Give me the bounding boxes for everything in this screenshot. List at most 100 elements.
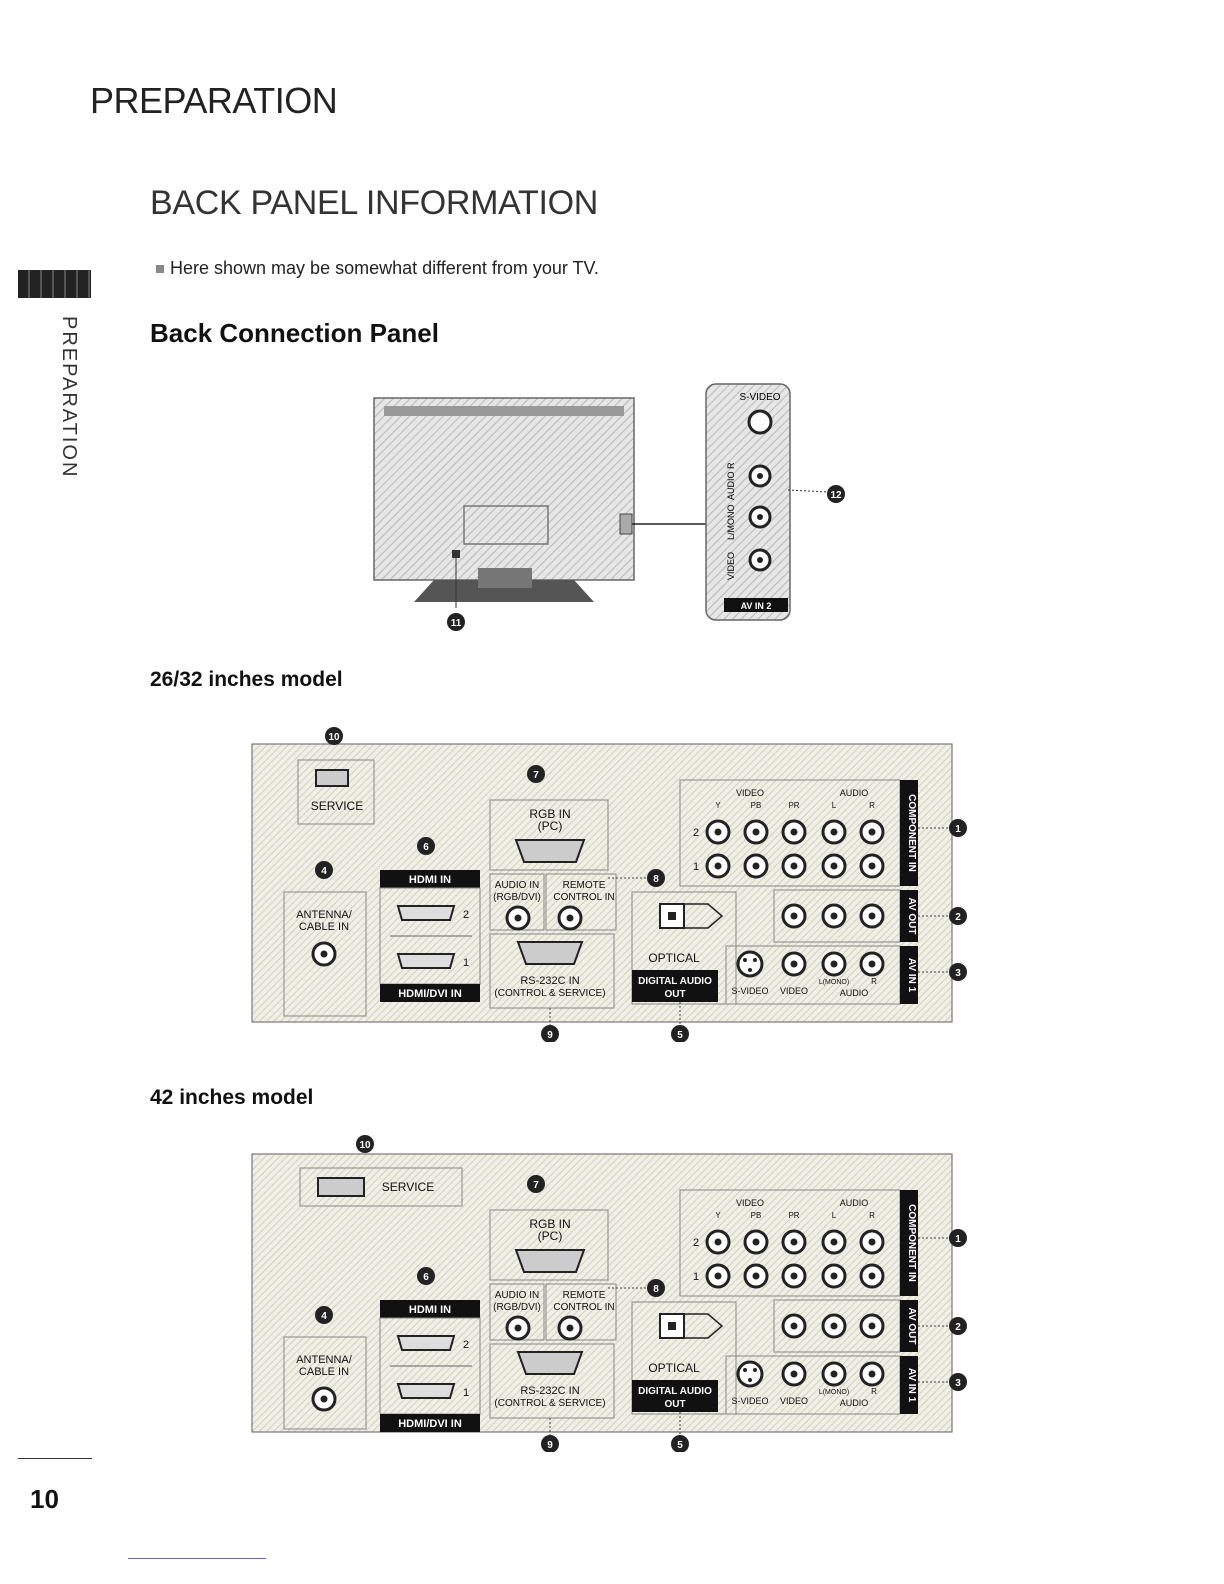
callout-9-number: 9 xyxy=(547,1440,553,1451)
optical-label: OPTICAL xyxy=(648,1361,700,1375)
bullet-icon xyxy=(156,265,164,274)
side-audio-label: AUDIO R xyxy=(726,462,736,500)
rs232-box xyxy=(489,1343,615,1419)
service-port xyxy=(315,769,349,787)
tv-rear-illustration: S-VIDEO VIDEO L/MONO AUDIO R AV IN 2 12 … xyxy=(373,383,845,631)
svideo-label: S-VIDEO xyxy=(731,1396,768,1406)
footer-rule xyxy=(18,1458,92,1459)
rs232-port xyxy=(516,1351,584,1375)
lmono-label: L(MONO) xyxy=(819,979,849,986)
hdmi-2-label: 2 xyxy=(463,1339,469,1351)
svideo-jack xyxy=(736,950,764,978)
callout-2 xyxy=(949,1317,967,1335)
hdmi-1-port xyxy=(396,953,456,969)
antenna-label: ANTENNA/CABLE IN xyxy=(296,909,353,933)
av-out-label: AV OUT xyxy=(906,1307,917,1344)
hdmi-2-port xyxy=(396,905,456,921)
rgb-in-label: RGB IN xyxy=(529,807,570,821)
hdmi-dvi-bar xyxy=(380,984,480,1002)
side-video-label: VIDEO xyxy=(726,552,736,580)
pb-label: PB xyxy=(751,801,762,810)
callout-2-number: 2 xyxy=(955,1322,961,1333)
svg-text:11: 11 xyxy=(451,618,462,629)
digital-audio-bar xyxy=(632,970,718,1002)
callout-1-number: 1 xyxy=(955,824,961,835)
av-r-label: R xyxy=(871,1387,877,1396)
optical-box xyxy=(631,1301,737,1415)
tv-vent xyxy=(384,406,624,416)
model-caption-42: 42 inches model xyxy=(150,1086,314,1109)
callout-5 xyxy=(671,1435,689,1453)
callout-9 xyxy=(541,1435,559,1453)
callout-4 xyxy=(315,861,333,879)
section-title: Back Connection Panel xyxy=(150,318,439,348)
hdmi-in-bar-label: HDMI IN xyxy=(409,874,451,886)
tv-stand-neck xyxy=(478,568,532,588)
side-label: AV IN 2 xyxy=(741,601,772,611)
hdmi-1-label: 1 xyxy=(463,1387,469,1399)
av-audio-label: AUDIO xyxy=(840,1398,869,1408)
callout-6 xyxy=(417,837,435,855)
remote-box xyxy=(545,1283,617,1341)
side-svideo-jack xyxy=(747,409,773,435)
chapter-title: PREPARATION xyxy=(90,80,338,121)
pr-label: PR xyxy=(788,801,799,810)
callout-10-number: 10 xyxy=(328,732,340,743)
tv-side-port xyxy=(619,513,633,535)
callout-5 xyxy=(671,1025,689,1043)
service-box xyxy=(297,759,375,825)
callout-10 xyxy=(356,1135,374,1153)
av-in-1-label: AV IN 1 xyxy=(906,958,917,993)
callout-2 xyxy=(949,907,967,925)
l-label: L xyxy=(832,1211,837,1220)
callout-4-number: 4 xyxy=(321,1311,327,1322)
callout-7 xyxy=(527,1175,545,1193)
rs232-port xyxy=(516,941,584,965)
av-in-1-bar xyxy=(900,946,918,1004)
service-port xyxy=(317,1177,365,1197)
rgb-dvi-label: (RGB/DVI) xyxy=(493,892,541,903)
component-video-label: VIDEO xyxy=(736,788,764,798)
component-in-bar xyxy=(900,780,918,886)
hdmi-in-bar xyxy=(380,1300,480,1318)
svideo-label: S-VIDEO xyxy=(731,986,768,996)
side-svideo-label: S-VIDEO xyxy=(739,392,780,403)
callout-6-number: 6 xyxy=(423,1272,429,1283)
rgb-port xyxy=(514,839,586,863)
audio-in-label: AUDIO IN xyxy=(495,880,539,891)
av-out-label: AV OUT xyxy=(906,897,917,934)
service-box xyxy=(299,1167,463,1207)
callout-9 xyxy=(541,1025,559,1043)
rs232-label: RS-232C IN xyxy=(520,975,579,987)
hdmi-1-label: 1 xyxy=(463,957,469,969)
control-in-label: CONTROL IN xyxy=(553,892,614,903)
av-in-1-bar xyxy=(900,1356,918,1414)
av-video-label: VIDEO xyxy=(780,986,808,996)
callout-5-number: 5 xyxy=(677,1030,683,1041)
callout-4-number: 4 xyxy=(321,866,327,877)
rgb-dvi-label: (RGB/DVI) xyxy=(493,1302,541,1313)
r-label: R xyxy=(869,1211,875,1220)
component-in-bar xyxy=(900,1190,918,1296)
tv-back-body xyxy=(373,397,635,581)
page-heading: BACK PANEL INFORMATION xyxy=(150,184,599,222)
callout-8 xyxy=(647,869,665,887)
callout-8-number: 8 xyxy=(653,1284,659,1295)
digital-out-label: OUT xyxy=(664,989,685,1000)
bottom-link-rule xyxy=(128,1558,266,1559)
chapter-tab-marker xyxy=(18,270,91,298)
svideo-jack xyxy=(736,1360,764,1388)
callout-5-number: 5 xyxy=(677,1440,683,1451)
hdmi-dvi-bar-label: HDMI/DVI IN xyxy=(398,1418,462,1430)
av-audio-label: AUDIO xyxy=(840,988,869,998)
hdmi-dvi-bar-label: HDMI/DVI IN xyxy=(398,988,462,1000)
tv-service-port xyxy=(452,550,460,558)
note: Here shown may be somewhat different fro… xyxy=(156,258,599,279)
callout-1 xyxy=(949,819,967,837)
rgb-box xyxy=(489,1209,609,1281)
av-video-label: VIDEO xyxy=(780,1396,808,1406)
rgb-box xyxy=(489,799,609,871)
control-service-label: (CONTROL & SERVICE) xyxy=(494,988,605,999)
l-label: L xyxy=(832,801,837,810)
